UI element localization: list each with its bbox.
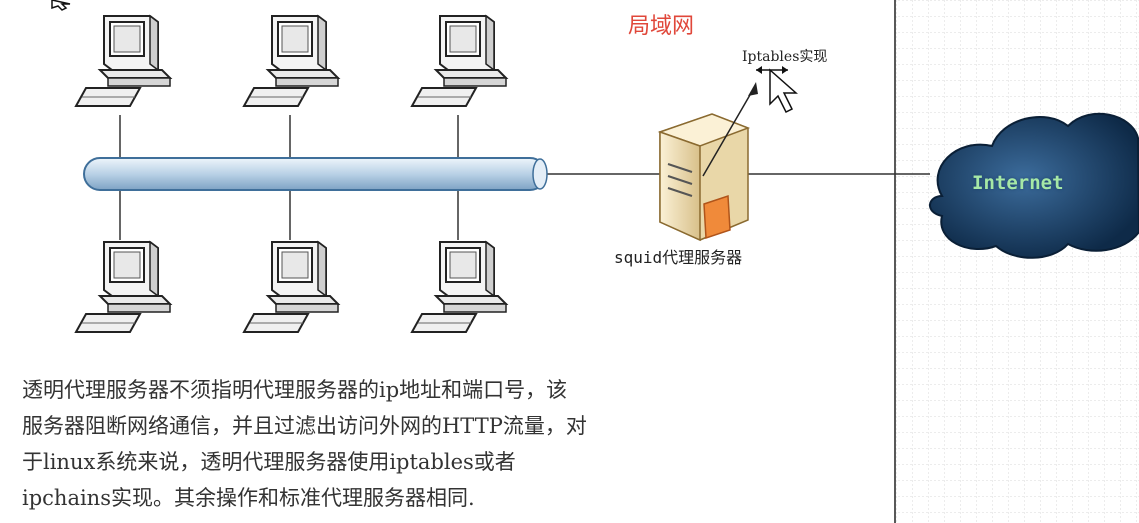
squid-proxy-label: squid代理服务器 xyxy=(614,248,743,267)
mouse-pointer-icon xyxy=(51,0,71,11)
lan-bus xyxy=(83,157,548,191)
cloud-icon xyxy=(929,112,1139,259)
computer-icon xyxy=(411,15,507,107)
description-line: ipchains实现。其余操作和标准代理服务器相同. xyxy=(22,486,475,510)
description-line: 透明代理服务器不须指明代理服务器的ip地址和端口号，该 xyxy=(22,378,568,402)
lan-title: 局域网 xyxy=(628,14,695,39)
description-line: 于linux系统来说，透明代理服务器使用iptables或者 xyxy=(22,450,516,474)
computer-icon xyxy=(243,241,339,333)
iptables-label: Iptables实现 xyxy=(742,49,828,65)
computer-icon xyxy=(243,15,339,107)
description-text: 透明代理服务器不须指明代理服务器的ip地址和端口号，该 服务器阻断网络通信，并且… xyxy=(22,372,852,516)
iptables-arrow xyxy=(702,82,758,177)
internet-label: Internet xyxy=(972,172,1064,194)
computer-icon xyxy=(75,15,171,107)
computer-icon xyxy=(411,241,507,333)
computer-icon xyxy=(75,241,171,333)
server-icon xyxy=(657,113,751,242)
mouse-pointer-icon xyxy=(756,66,798,114)
description-line: 服务器阻断网络通信，并且过滤出访问外网的HTTP流量，对 xyxy=(22,414,587,438)
